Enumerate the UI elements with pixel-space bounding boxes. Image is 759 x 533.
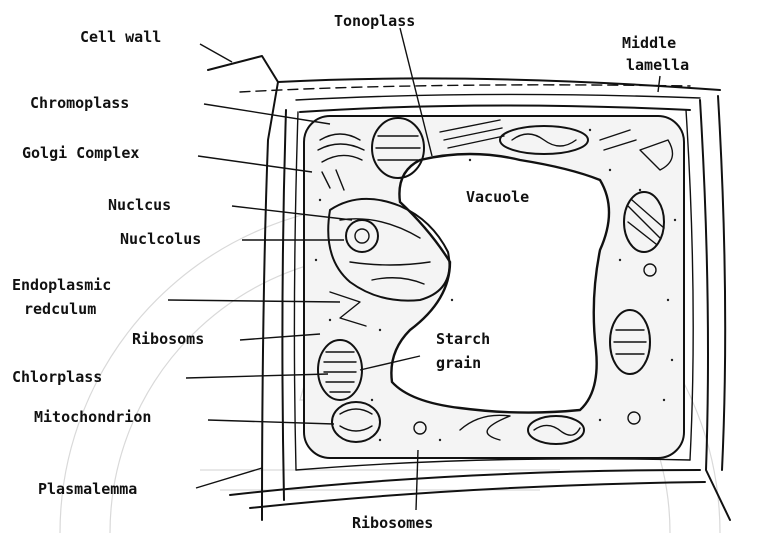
label-tonoplass: Tonoplass xyxy=(334,12,415,30)
label-cell-wall: Cell wall xyxy=(80,28,161,46)
label-endoplasmic: Endoplasmic xyxy=(12,276,111,294)
label-ribosoms: Ribosoms xyxy=(132,330,204,348)
label-chlorplass: Chlorplass xyxy=(12,368,102,386)
label-lamella: lamella xyxy=(626,56,689,74)
label-mitochondrion: Mitochondrion xyxy=(34,408,151,426)
label-nuclcus: Nuclcus xyxy=(108,196,171,214)
label-middle: Middle xyxy=(622,34,676,52)
label-chromoplass: Chromoplass xyxy=(30,94,129,112)
label-ribosomes: Ribosomes xyxy=(352,514,433,532)
label-nuclcolus: Nuclcolus xyxy=(120,230,201,248)
label-golgi-complex: Golgi Complex xyxy=(22,144,139,162)
label-starch: Starch xyxy=(436,330,490,348)
label-plasmalemma: Plasmalemma xyxy=(38,480,137,498)
label-redculum: redculum xyxy=(24,300,96,318)
label-grain: grain xyxy=(436,354,481,372)
label-vacuole: Vacuole xyxy=(466,188,529,206)
